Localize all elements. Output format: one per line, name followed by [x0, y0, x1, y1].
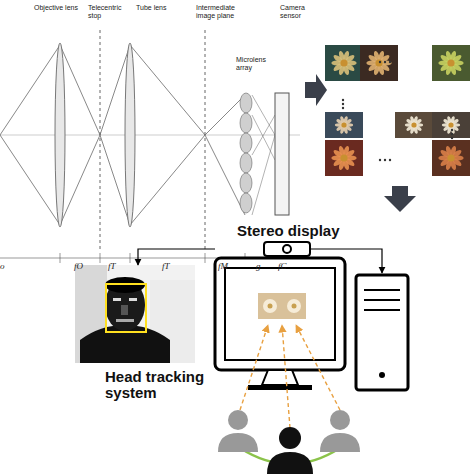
dimension-label: o — [0, 262, 12, 270]
viewing-rays — [240, 325, 340, 428]
node-label: Stereo display — [237, 223, 347, 239]
computer-tower — [356, 275, 408, 390]
dimension-label: fT — [162, 262, 176, 270]
block-arrow — [384, 186, 416, 212]
dimension-label: fT — [108, 262, 122, 270]
tracking-camera — [264, 242, 310, 256]
tube-lens — [125, 43, 135, 227]
image-plane — [205, 30, 206, 250]
part-label: Intermediate image plane — [196, 4, 246, 20]
data-wire — [138, 249, 215, 265]
camera-sensor — [275, 93, 289, 215]
part-label: Camera sensor — [280, 4, 312, 20]
viewer-icon — [218, 410, 360, 474]
dimension-label: fM — [218, 262, 232, 270]
dimension-label: fO — [74, 262, 88, 270]
node-label: Head tracking system — [105, 369, 210, 401]
ellipsis-dots — [342, 61, 453, 161]
dimension-label: g — [256, 262, 268, 270]
part-label: Microlens array — [236, 56, 272, 72]
tracking-panel: Head tracking system — [75, 265, 210, 403]
part-label: Tube lens — [136, 4, 182, 12]
display-unit: Stereo display — [215, 222, 345, 258]
lenslet-rays — [252, 95, 275, 215]
tracking-image — [75, 265, 195, 363]
block-arrow — [305, 74, 327, 106]
part-label: Telecentric stop — [88, 4, 126, 20]
optical-rays — [0, 45, 300, 225]
dimension-label: fC — [278, 262, 292, 270]
elemental-images — [325, 45, 470, 176]
microlens-array — [240, 93, 252, 213]
monitor — [215, 258, 345, 390]
objective-lens — [55, 43, 65, 227]
part-label: Objective lens — [34, 4, 84, 12]
telecentric-stop — [100, 30, 101, 250]
